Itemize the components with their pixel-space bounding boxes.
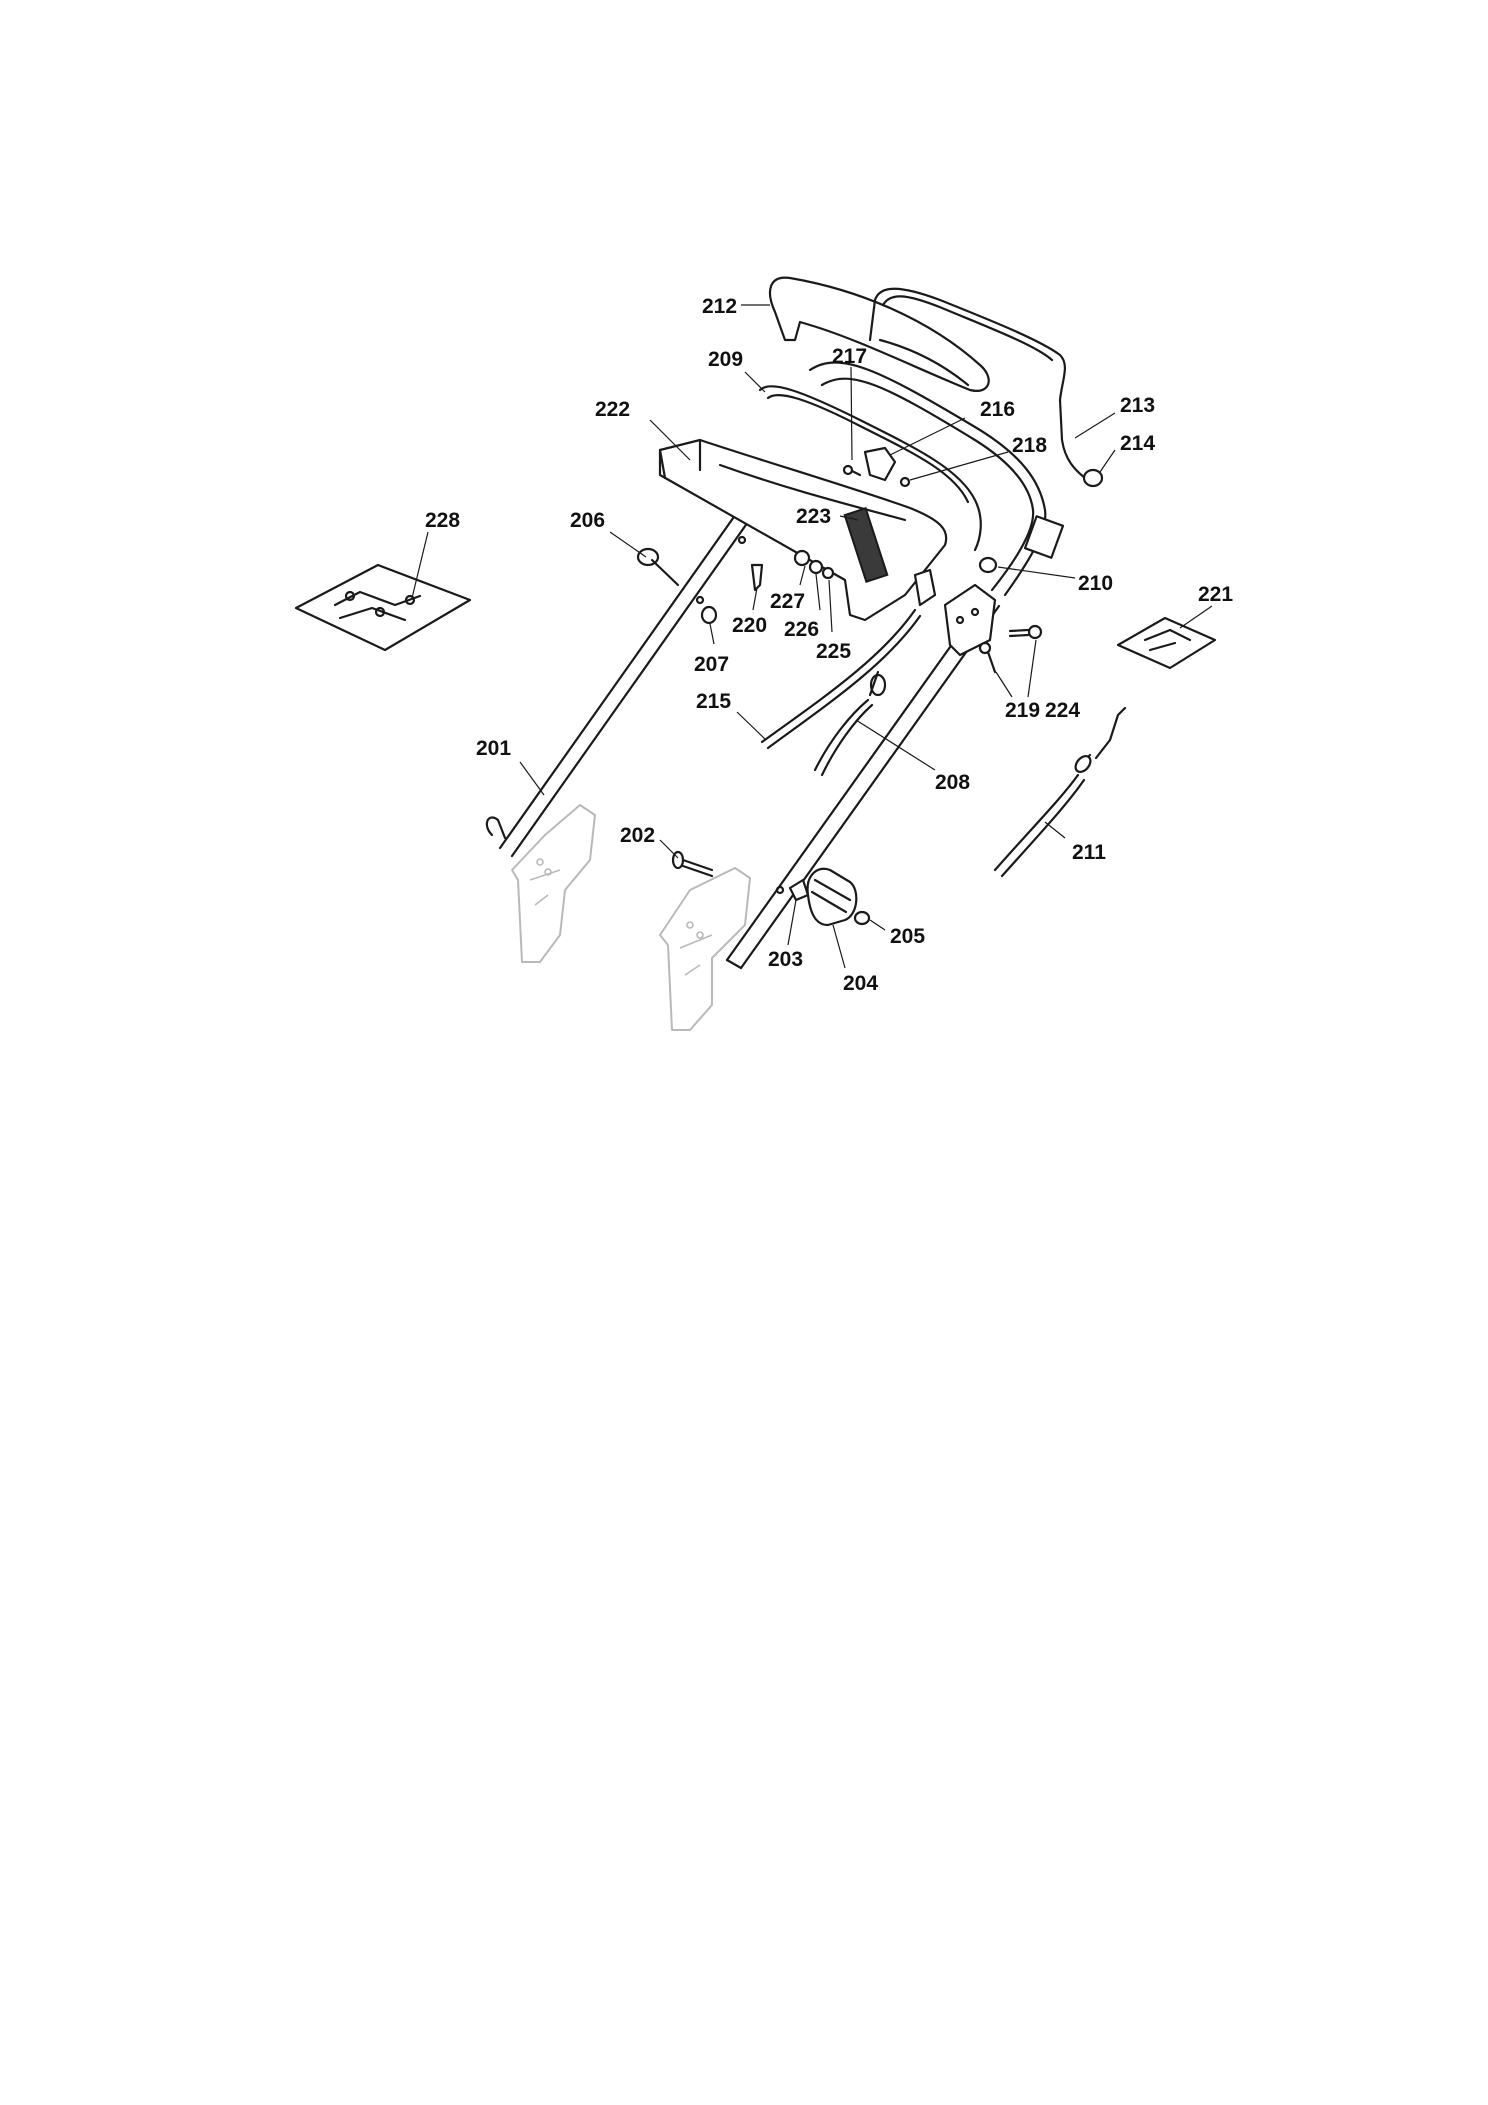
label-227: 227 bbox=[770, 590, 805, 613]
part-205-nut bbox=[853, 910, 871, 926]
part-labels: 212 209 217 216 213 214 218 222 228 206 … bbox=[425, 295, 1233, 995]
part-227-nut bbox=[793, 549, 811, 567]
left-bracket-ghost bbox=[511, 804, 596, 963]
part-226-washer bbox=[808, 559, 824, 575]
part-216-clip bbox=[863, 446, 897, 482]
label-218: 218 bbox=[1012, 434, 1047, 457]
part-204-knob bbox=[806, 867, 858, 927]
part-225-washer bbox=[821, 566, 835, 580]
label-202: 202 bbox=[620, 824, 655, 847]
label-210: 210 bbox=[1078, 572, 1113, 595]
label-214: 214 bbox=[1120, 432, 1155, 455]
leader-lines bbox=[411, 304, 1213, 969]
part-214-cap bbox=[1082, 468, 1104, 488]
label-217: 217 bbox=[832, 345, 867, 368]
part-209-loop bbox=[758, 385, 982, 552]
label-201: 201 bbox=[476, 737, 511, 760]
part-218-nut bbox=[899, 476, 911, 488]
cable-clamp bbox=[913, 568, 937, 607]
part-220-screw bbox=[750, 563, 764, 592]
part-208-cable bbox=[813, 670, 887, 777]
label-204: 204 bbox=[843, 972, 878, 995]
part-207-nut bbox=[700, 605, 718, 625]
label-203: 203 bbox=[768, 948, 803, 971]
label-207: 207 bbox=[694, 653, 729, 676]
part-224-bolt bbox=[1008, 624, 1043, 640]
label-228: 228 bbox=[425, 509, 460, 532]
part-210-knob bbox=[978, 556, 998, 574]
label-226: 226 bbox=[784, 618, 819, 641]
label-219: 219 bbox=[1005, 699, 1040, 722]
label-206: 206 bbox=[570, 509, 605, 532]
label-222: 222 bbox=[595, 398, 630, 421]
label-221: 221 bbox=[1198, 583, 1233, 606]
label-215: 215 bbox=[696, 690, 731, 713]
label-208: 208 bbox=[935, 771, 970, 794]
part-217-screw bbox=[842, 464, 862, 477]
label-223: 223 bbox=[796, 505, 831, 528]
part-221-hardware-bag bbox=[1116, 616, 1217, 670]
label-216: 216 bbox=[980, 398, 1015, 421]
right-bracket-ghost bbox=[659, 867, 751, 1031]
left-lower-tube bbox=[485, 478, 774, 858]
part-228-hardware-bag bbox=[294, 563, 472, 652]
label-220: 220 bbox=[732, 614, 767, 637]
part-219-screw bbox=[978, 641, 997, 674]
part-206-pin bbox=[636, 547, 680, 587]
label-205: 205 bbox=[890, 925, 925, 948]
part-212-grip bbox=[768, 276, 990, 392]
label-209: 209 bbox=[708, 348, 743, 371]
part-215-cable bbox=[760, 608, 922, 750]
right-lower-tube bbox=[725, 596, 1001, 970]
part-211-cable bbox=[993, 706, 1127, 878]
label-224: 224 bbox=[1045, 699, 1080, 722]
part-202-bolt bbox=[671, 850, 714, 878]
label-211: 211 bbox=[1072, 841, 1106, 864]
cable-plate bbox=[943, 583, 997, 657]
label-212: 212 bbox=[702, 295, 737, 318]
part-213-bail bbox=[868, 287, 1087, 480]
part-223-decal bbox=[843, 507, 889, 583]
upper-handle-frame bbox=[808, 361, 1065, 597]
label-225: 225 bbox=[816, 640, 851, 663]
label-213: 213 bbox=[1120, 394, 1155, 417]
